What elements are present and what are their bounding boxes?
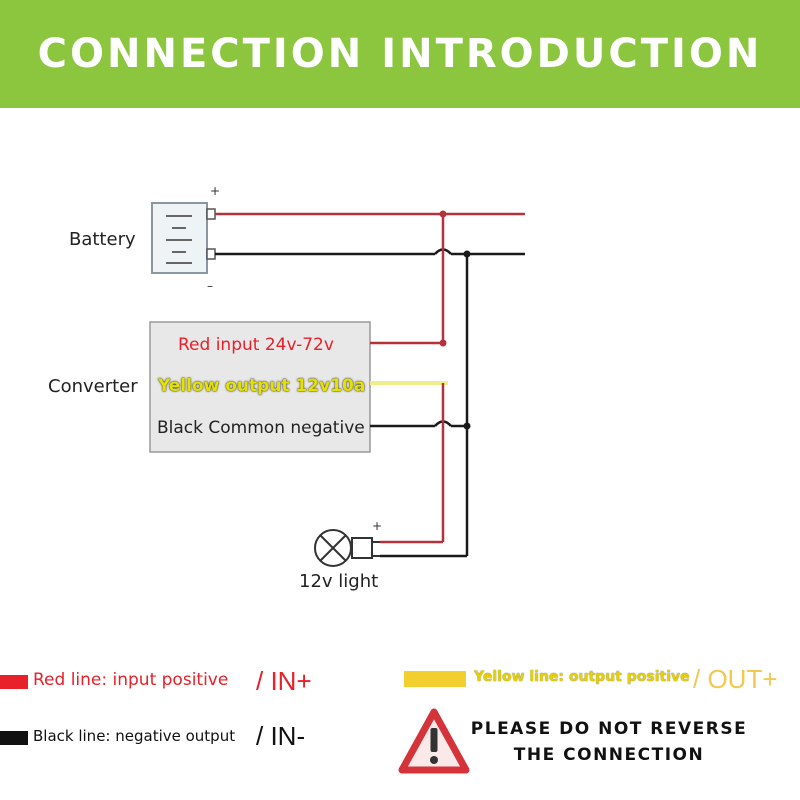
battery-label: Battery [69,229,136,250]
legend-black-code: / IN- [256,721,306,751]
lamp-plus-label: + [372,519,382,533]
converter-yellow-output-label: Yellow output 12v10a [158,376,366,396]
warning-line-2: THE CONNECTION [513,745,705,765]
battery-icon [151,202,216,274]
lamp-icon [314,529,380,567]
legend-yellow-code: / OUT+ [693,664,778,694]
warning-icon [398,708,470,774]
legend-yellow-swatch [404,671,466,687]
battery-plus-label: + [210,184,220,198]
converter-label: Converter [48,376,138,397]
warning-line-1: PLEASE DO NOT REVERSE [470,719,748,739]
junction-dot [463,250,471,258]
light-label: 12v light [299,571,379,592]
junction-dot [463,422,471,430]
title-banner: CONNECTION INTRODUCTION [0,0,800,108]
legend-red-text: Red line: input positive [33,670,229,690]
legend-yellow-text: Yellow line: output positive [474,669,690,685]
converter-red-input-label: Red input 24v-72v [178,335,334,355]
legend-black-text: Black line: negative output [33,727,236,745]
legend-red-code: / IN+ [256,666,312,696]
page-title: CONNECTION INTRODUCTION [37,31,763,77]
battery-minus-label: – [207,279,213,293]
converter-box [149,321,371,453]
legend-red-swatch [0,675,28,689]
legend-black-swatch [0,731,28,745]
junction-dot [439,210,447,218]
junction-dot [439,339,447,347]
converter-black-common-label: Black Common negative [157,418,365,438]
